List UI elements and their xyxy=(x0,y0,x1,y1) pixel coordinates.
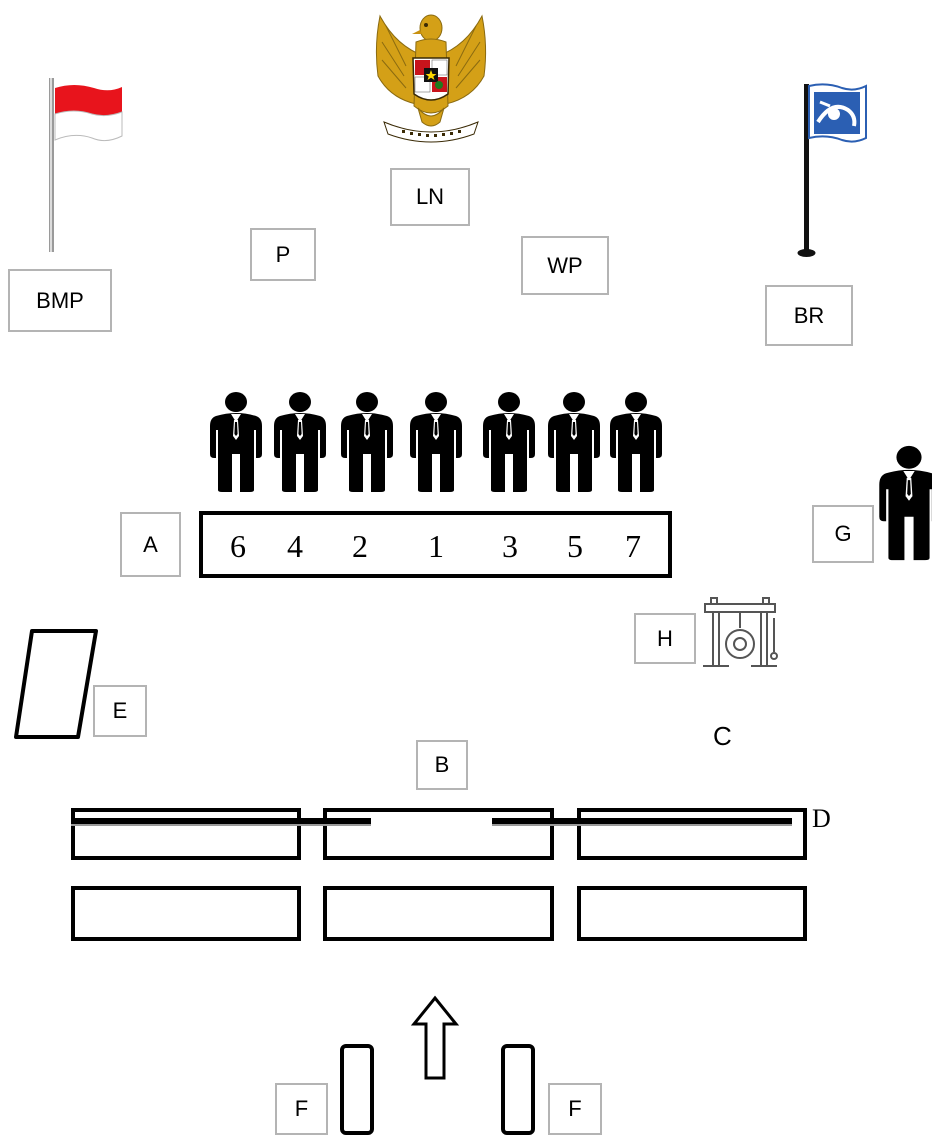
label-f-right: F xyxy=(548,1083,602,1135)
label-ln: LN xyxy=(390,168,470,226)
audience-table xyxy=(71,886,301,941)
label-g: G xyxy=(812,505,874,563)
audience-table xyxy=(323,808,554,860)
entrance-wall-left xyxy=(71,818,371,824)
label-bmp-text: BMP xyxy=(36,287,84,313)
label-f-right-text: F xyxy=(568,1096,582,1121)
label-ln-text: LN xyxy=(415,184,445,209)
label-a: A xyxy=(120,512,181,577)
label-c: C xyxy=(713,721,732,751)
person-suit-icon xyxy=(210,392,262,492)
label-h: H xyxy=(634,613,696,664)
label-wp: WP xyxy=(521,236,609,295)
indonesia-flag-icon xyxy=(49,78,123,252)
label-br: BR xyxy=(765,285,853,346)
podium-shape xyxy=(14,629,98,739)
label-e: E xyxy=(93,685,147,737)
audience-table xyxy=(577,808,807,860)
label-f-left-text: F xyxy=(294,1096,309,1121)
head-table xyxy=(199,511,672,578)
label-h-text: H xyxy=(657,625,673,651)
label-a-text: A xyxy=(143,531,158,557)
label-p: P xyxy=(250,228,316,281)
label-br-text: BR xyxy=(793,302,825,328)
label-p-text: P xyxy=(275,241,291,267)
door-pillar-left xyxy=(340,1044,374,1135)
person-suit-icon xyxy=(879,445,932,561)
person-suit-icon xyxy=(274,392,326,492)
label-b-text: B xyxy=(434,752,450,777)
person-suit-icon xyxy=(341,392,393,492)
label-g-text: G xyxy=(834,521,852,546)
label-f-left: F xyxy=(275,1083,328,1135)
gong-icon xyxy=(703,597,778,667)
label-b: B xyxy=(416,740,468,790)
person-suit-icon xyxy=(410,392,462,492)
entrance-wall-right xyxy=(492,818,792,824)
seat-number: 5 xyxy=(567,528,583,564)
seat-number: 4 xyxy=(287,528,303,564)
institution-flag-icon xyxy=(797,83,867,257)
person-suit-icon xyxy=(483,392,535,492)
audience-table xyxy=(577,886,807,941)
person-suit-icon xyxy=(610,392,662,492)
audience-table xyxy=(323,886,554,941)
label-bmp: BMP xyxy=(8,269,112,332)
label-wp-text: WP xyxy=(547,252,583,278)
up-arrow-icon xyxy=(410,995,460,1080)
label-d: D xyxy=(812,804,831,833)
seat-number: 6 xyxy=(230,528,246,564)
garuda-emblem-icon xyxy=(375,14,487,143)
seat-number: 1 xyxy=(428,528,444,564)
audience-table xyxy=(71,808,301,860)
seat-number: 2 xyxy=(352,528,368,564)
seat-number: 7 xyxy=(625,528,641,564)
door-pillar-right xyxy=(501,1044,535,1135)
seat-number: 3 xyxy=(502,528,518,564)
person-suit-icon xyxy=(548,392,600,492)
label-e-text: E xyxy=(112,698,128,723)
